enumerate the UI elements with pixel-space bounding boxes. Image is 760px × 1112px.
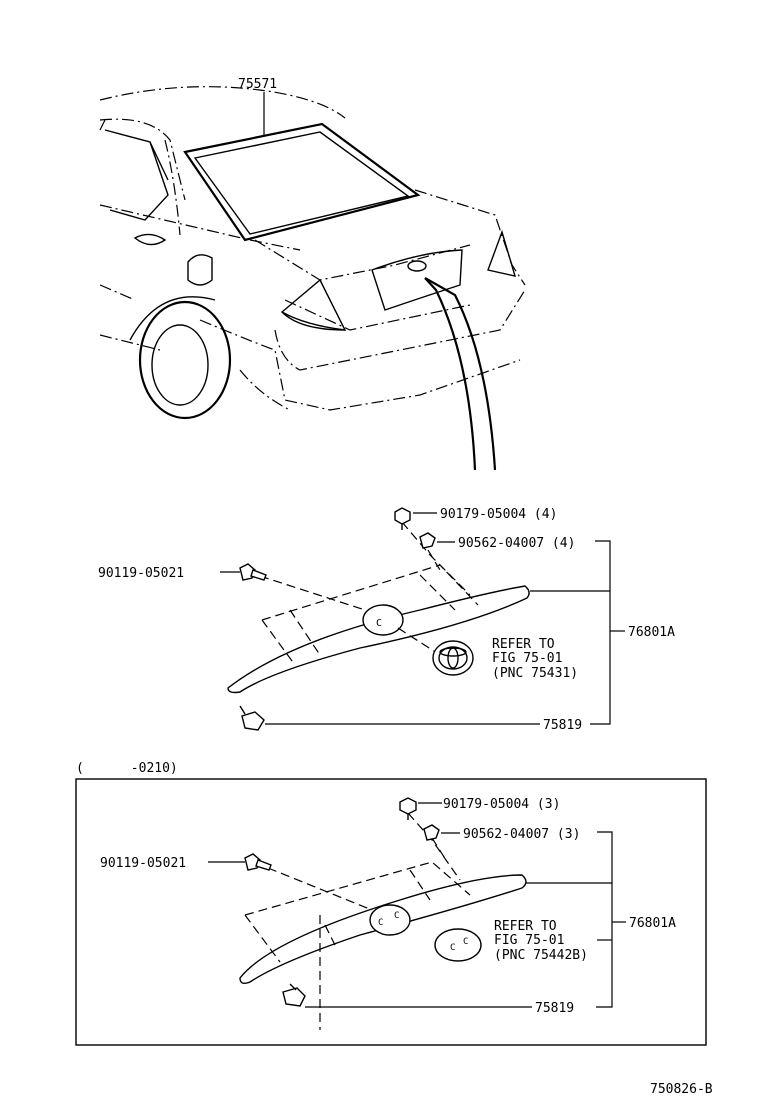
refer-line1-top: REFER TO	[492, 637, 555, 652]
svg-text:C: C	[450, 943, 455, 953]
refer-line3-bottom: (PNC 75442B)	[494, 948, 588, 963]
part-number-screw-top: 90119-05021	[98, 566, 184, 581]
screw-icon	[239, 563, 267, 581]
part-number-clip-top: 75819	[543, 718, 582, 733]
part-number-clip-bottom: 75819	[535, 1001, 574, 1016]
range-label: ( -0210)	[76, 761, 178, 776]
car-illustration	[99, 86, 526, 471]
toyota-emblem-icon	[432, 640, 474, 676]
part-number-bolt-top: 90179-05004 (4)	[440, 507, 557, 522]
bottom-section-frame	[75, 778, 707, 1046]
svg-text:C: C	[463, 937, 468, 947]
nut-icon	[423, 824, 440, 841]
refer-line1-bottom: REFER TO	[494, 919, 557, 934]
svg-text:C: C	[376, 618, 382, 629]
bottom-exploded-view: C C C C	[208, 797, 626, 1030]
screw-icon	[244, 853, 272, 871]
part-number-nut-bottom: 90562-04007 (3)	[463, 827, 580, 842]
svg-text:C: C	[378, 918, 383, 928]
part-number-75571: 75571	[238, 77, 277, 92]
refer-line2-bottom: FIG 75-01	[494, 933, 564, 948]
top-exploded-view: C	[220, 507, 625, 731]
figure-code: 750826-B	[650, 1082, 713, 1097]
part-number-garnish-top: 76801A	[628, 625, 675, 640]
refer-line2-top: FIG 75-01	[492, 651, 562, 666]
clip-icon	[241, 711, 265, 731]
bolt-icon	[394, 507, 411, 530]
svg-text:C: C	[394, 911, 399, 921]
clip-icon	[282, 983, 306, 1007]
garnish-bottom-part	[239, 874, 527, 985]
part-number-bolt-bottom: 90179-05004 (3)	[443, 797, 560, 812]
part-number-nut-top: 90562-04007 (4)	[458, 536, 575, 551]
refer-line3-top: (PNC 75431)	[492, 666, 578, 681]
nut-icon	[419, 532, 436, 549]
part-number-garnish-bottom: 76801A	[629, 916, 676, 931]
emblem-icon: C C	[434, 928, 482, 962]
bolt-icon	[399, 797, 417, 820]
part-number-screw-bottom: 90119-05021	[100, 856, 186, 871]
garnish-top-part	[227, 585, 530, 694]
